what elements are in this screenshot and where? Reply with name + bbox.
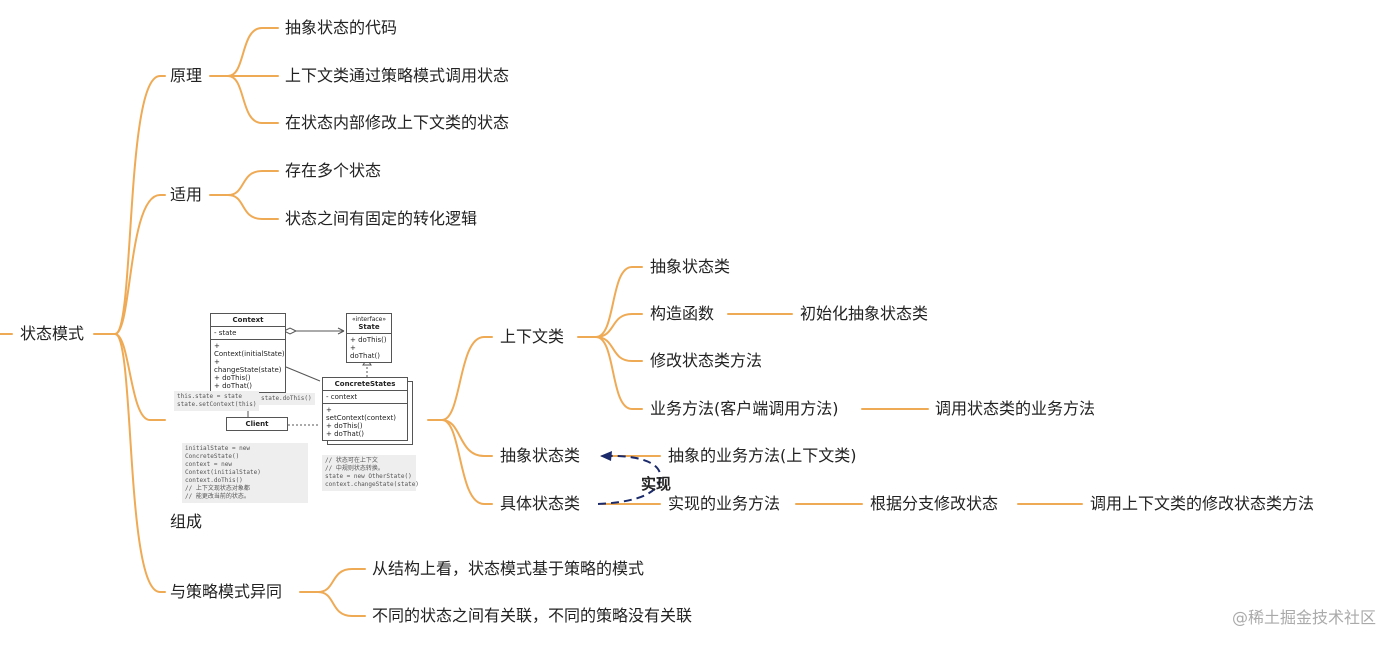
- uml-note-line: this.state = state: [177, 393, 243, 400]
- link-root-composition: [114, 333, 166, 421]
- context-class-node[interactable]: 上下文类: [500, 327, 565, 346]
- context-item-abstract-state[interactable]: 抽象状态类: [650, 257, 731, 276]
- uml-diagram-image: Context - state + Context(initialState) …: [170, 305, 422, 503]
- context-item-change-state[interactable]: 修改状态类方法: [650, 351, 763, 370]
- uml-context-method: + changeState(state): [214, 358, 282, 374]
- uml-state-box: «interface» State + doThis() + doThat(): [346, 313, 392, 363]
- concrete-state-node[interactable]: 具体状态类: [500, 494, 581, 513]
- link-root-principle: [114, 75, 166, 335]
- uml-note-line: // 中规则状态转换。: [325, 465, 384, 472]
- uml-note-line: context = new Context(initialState): [185, 461, 261, 476]
- uml-client-title: Client: [245, 420, 269, 428]
- link-context-4: [595, 336, 643, 410]
- applicable-node[interactable]: 适用: [170, 185, 203, 204]
- uml-connectors: [229, 327, 372, 426]
- uml-context-method: + Context(initialState): [214, 342, 285, 358]
- link-applicable-2: [227, 194, 279, 220]
- uml-concrete-box: ConcreteStates - context + setContext(co…: [322, 377, 408, 441]
- abstract-state-detail[interactable]: 抽象的业务方法(上下文类): [668, 446, 857, 465]
- link-diff-2: [317, 591, 366, 617]
- link-diff-1: [317, 568, 366, 593]
- uml-concrete-methods: + setContext(context) + doThis() + doTha…: [323, 404, 407, 440]
- watermark: @稀土掘金技术社区: [1231, 608, 1376, 627]
- uml-state-title: State: [347, 323, 391, 334]
- constructor-detail[interactable]: 初始化抽象状态类: [800, 304, 929, 323]
- uml-context-title: Context: [211, 314, 285, 327]
- principle-item-1[interactable]: 抽象状态的代码: [285, 18, 398, 37]
- principle-item-3[interactable]: 在状态内部修改上下文类的状态: [285, 113, 510, 132]
- uml-note-line: context.doThis(): [185, 477, 243, 484]
- concrete-state-detail3[interactable]: 调用上下文类的修改状态类方法: [1090, 494, 1315, 513]
- uml-note-line: // 状态可在上下文: [325, 457, 378, 464]
- uml-concrete-method: + doThis(): [326, 422, 363, 430]
- implements-arrow: [597, 451, 662, 505]
- diff-node[interactable]: 与策略模式异同: [170, 582, 283, 601]
- uml-note-line: context.changeState(state): [325, 481, 419, 488]
- link-principle-1: [227, 27, 279, 77]
- uml-note-dothis: state.doThis(): [258, 393, 315, 405]
- principle-item-2[interactable]: 上下文类通过策略模式调用状态: [285, 66, 510, 85]
- uml-note-line: state = new OtherState(): [325, 473, 412, 480]
- link-composition-abstract: [441, 419, 493, 457]
- diff-item-1[interactable]: 从结构上看，状态模式基于策略的模式: [372, 559, 645, 578]
- uml-state-method: + doThat(): [350, 344, 380, 360]
- abstract-state-node[interactable]: 抽象状态类: [500, 446, 581, 465]
- applicable-item-2[interactable]: 状态之间有固定的转化逻辑: [285, 209, 478, 228]
- uml-context-method: + doThat(): [214, 382, 253, 390]
- composition-node[interactable]: 组成: [170, 512, 203, 531]
- business-detail[interactable]: 调用状态类的业务方法: [935, 399, 1096, 418]
- uml-note-client: initialState = new ConcreteState() conte…: [182, 443, 308, 503]
- applicable-item-1[interactable]: 存在多个状态: [285, 161, 382, 180]
- link-context-3: [595, 336, 643, 362]
- uml-note-context: this.state = state state.setContext(this…: [174, 391, 260, 411]
- uml-state-stereotype: «interface»: [351, 316, 387, 323]
- uml-note-line: state.setContext(this): [177, 401, 257, 408]
- uml-concrete-title: ConcreteStates: [323, 378, 407, 391]
- context-item-constructor[interactable]: 构造函数: [650, 304, 715, 323]
- uml-client-box: Client: [226, 417, 288, 431]
- link-root-diff: [114, 333, 166, 593]
- uml-context-method: + doThis(): [214, 374, 251, 382]
- link-composition-context: [441, 336, 493, 421]
- link-root-applicable: [114, 194, 166, 335]
- uml-concrete-method: + setContext(context): [326, 406, 396, 422]
- link-applicable-1: [227, 170, 279, 196]
- implements-label: 实现: [641, 475, 672, 493]
- uml-state-methods: + doThis() + doThat(): [347, 334, 391, 362]
- principle-node[interactable]: 原理: [170, 66, 203, 85]
- uml-note-concrete: // 状态可在上下文 // 中规则状态转换。 state = new Other…: [322, 455, 419, 491]
- diff-item-2[interactable]: 不同的状态之间有关联，不同的策略没有关联: [372, 606, 693, 625]
- uml-context-methods: + Context(initialState) + changeState(st…: [211, 340, 285, 392]
- uml-note-line: initialState = new ConcreteState(): [185, 445, 251, 460]
- concrete-state-detail[interactable]: 实现的业务方法: [668, 494, 781, 513]
- uml-state-method: + doThis(): [350, 336, 387, 344]
- link-context-2: [595, 313, 643, 338]
- uml-context-box: Context - state + Context(initialState) …: [210, 313, 286, 393]
- context-item-business[interactable]: 业务方法(客户端调用方法): [650, 399, 839, 418]
- uml-context-fields: - state: [211, 327, 285, 340]
- uml-note-line: // 能更改当前的状态。: [185, 493, 250, 500]
- uml-note-line: // 上下文现状态对象都: [185, 485, 250, 492]
- link-principle-3: [227, 75, 279, 124]
- link-composition-concrete: [441, 419, 493, 505]
- root-node[interactable]: 状态模式: [20, 324, 85, 343]
- uml-concrete-method: + doThat(): [326, 430, 365, 438]
- concrete-state-detail2[interactable]: 根据分支修改状态: [870, 494, 999, 513]
- link-context-1: [595, 266, 643, 338]
- uml-concrete-fields: - context: [323, 391, 407, 404]
